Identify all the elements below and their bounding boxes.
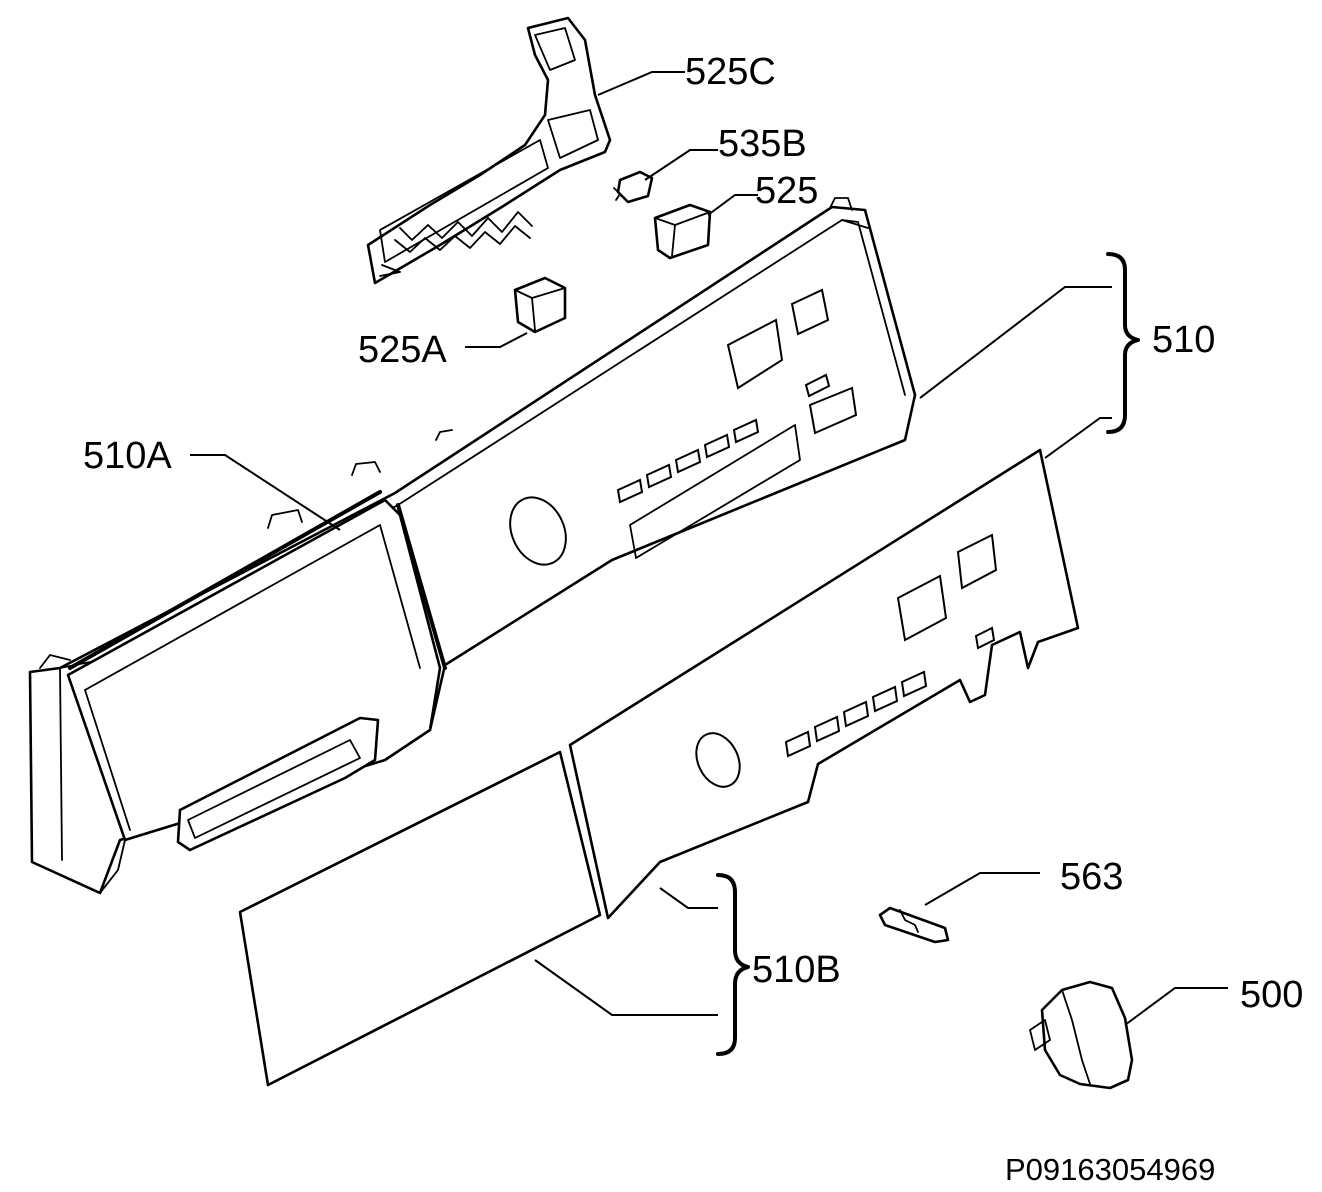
- label-525: 525: [755, 170, 818, 212]
- button-cap-535b: [613, 170, 654, 204]
- drawer-label-panel: [238, 750, 602, 1087]
- button-block-525: [653, 203, 712, 260]
- brace-510: [1106, 252, 1140, 434]
- label-525a: 525A: [358, 329, 447, 371]
- leader-lines: [190, 71, 1228, 1026]
- drawing-code: P09163054969: [1005, 1152, 1215, 1187]
- label-510b: 510B: [752, 949, 841, 991]
- label-510a: 510A: [83, 435, 172, 477]
- electronic-board: [366, 16, 612, 285]
- label-500: 500: [1240, 974, 1303, 1016]
- label-525c: 525C: [685, 51, 776, 93]
- control-panel-housing: [28, 197, 917, 895]
- knob-500: [1029, 980, 1134, 1090]
- label-510: 510: [1152, 319, 1215, 361]
- decor-panel-overlay: [568, 448, 1080, 920]
- label-563: 563: [1060, 856, 1123, 898]
- button-block-525a: [513, 276, 567, 334]
- label-535b: 535B: [718, 123, 807, 165]
- brace-510b: [716, 873, 750, 1056]
- shaft-563: [878, 906, 950, 944]
